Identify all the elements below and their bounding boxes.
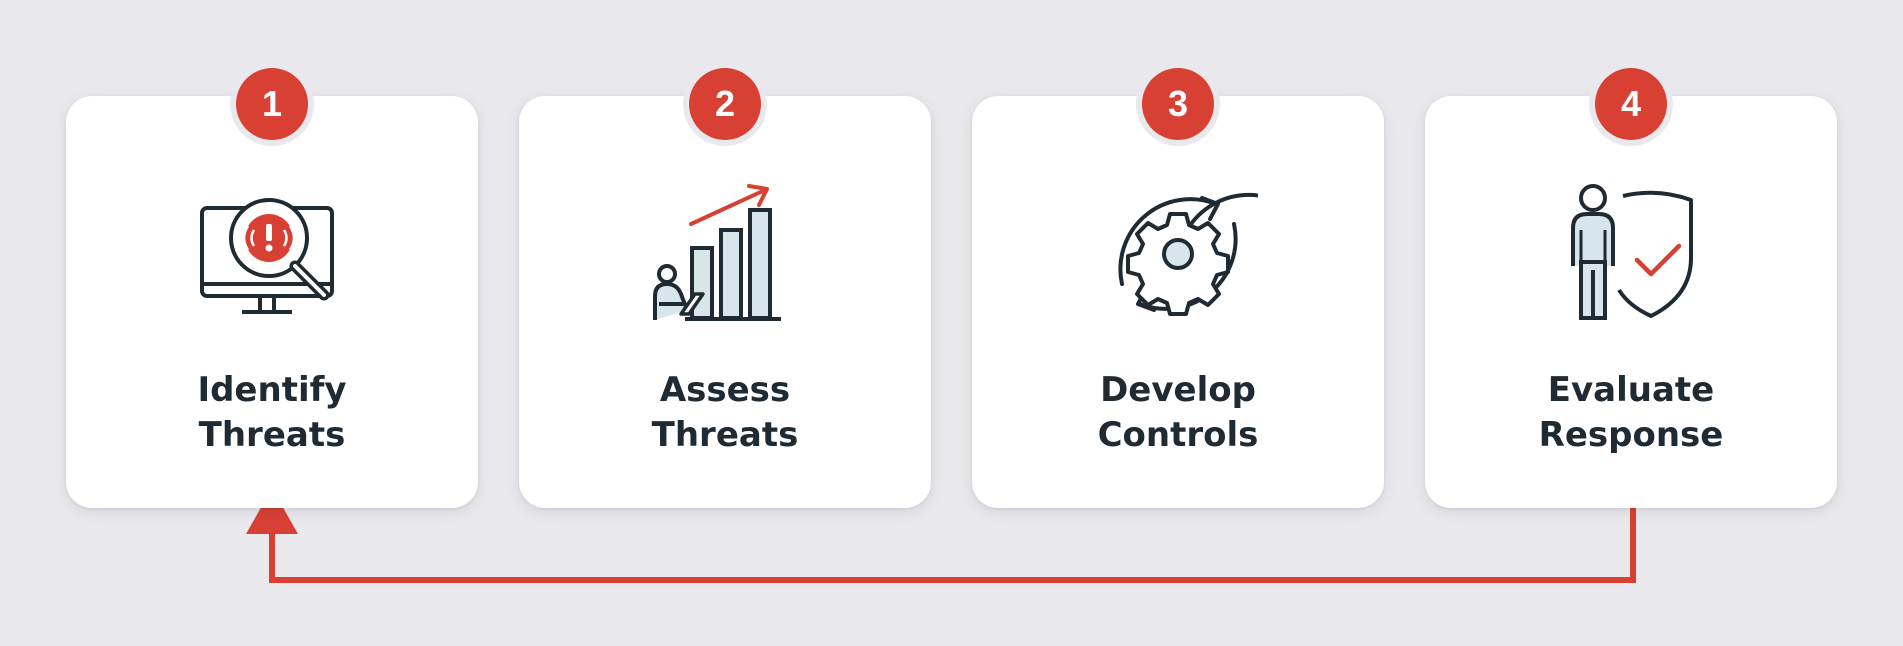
step-label: Develop Controls [972, 368, 1384, 458]
person-shield-check-icon [1571, 184, 1693, 320]
step-label-line-1: Develop [1100, 370, 1256, 410]
gear-cycle-icon [1118, 192, 1258, 316]
step-number-badge: 3 [1142, 68, 1214, 140]
step-label-line-1: Assess [659, 370, 791, 410]
step-label-line-2: Controls [1097, 415, 1259, 455]
step-card-assess-threats: 2 Assess Threats [519, 68, 931, 508]
step-label: Identify Threats [66, 368, 478, 458]
step-label-line-1: Identify [197, 370, 347, 410]
step-number-badge: 1 [236, 68, 308, 140]
step-label: Evaluate Response [1425, 368, 1837, 458]
step-label-line-1: Evaluate [1547, 370, 1715, 410]
step-card-evaluate-response: 4 Evaluate Response [1425, 68, 1837, 508]
step-label-line-2: Response [1538, 415, 1724, 455]
step-card-develop-controls: 3 Develop Controls [972, 68, 1384, 508]
step-card-identify-threats: 1 Identify Threats [66, 68, 478, 508]
monitor-alert-magnifier-icon [200, 198, 334, 314]
step-number-badge: 2 [689, 68, 761, 140]
step-number-badge: 4 [1595, 68, 1667, 140]
step-label-line-2: Threats [651, 415, 799, 455]
analyst-bar-chart-icon [653, 184, 781, 321]
step-label: Assess Threats [519, 368, 931, 458]
step-label-line-2: Threats [198, 415, 346, 455]
